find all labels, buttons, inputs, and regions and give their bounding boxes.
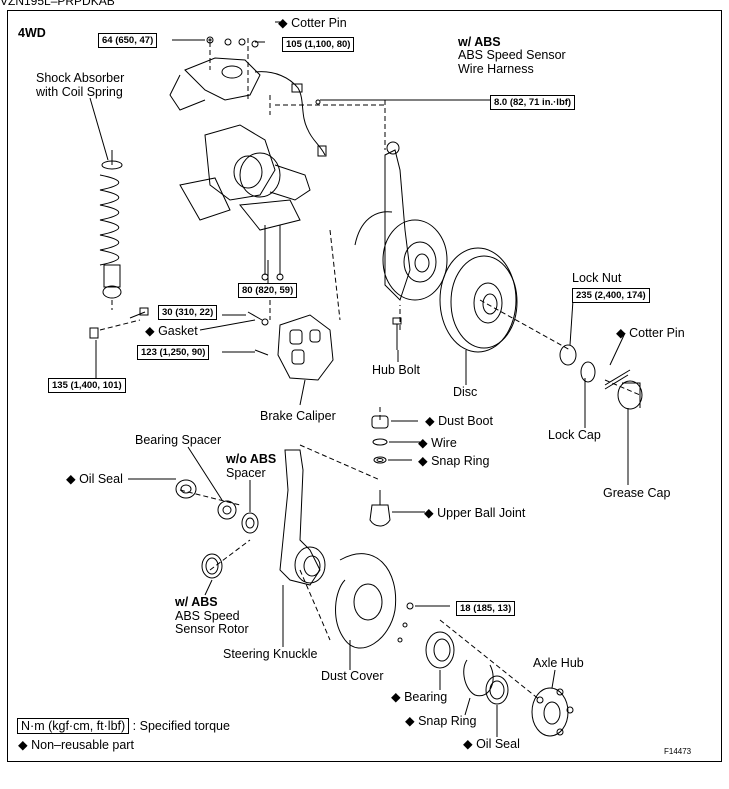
- upper-arm-drawing: [169, 36, 261, 111]
- bearing-spacer-label: Bearing Spacer: [135, 433, 222, 447]
- legend-non-reusable: ◆ Non–reusable part: [18, 738, 134, 752]
- abs-harness-label-3: Wire Harness: [458, 62, 534, 76]
- dust-cover-drawing: [335, 553, 414, 649]
- hub-assembly-drawing: [425, 631, 574, 737]
- cotter-pin-top-label: ◆ Cotter Pin: [278, 16, 347, 30]
- oil-seal-left-label: ◆ Oil Seal: [66, 472, 123, 486]
- legend-unit-desc: : Specified torque: [132, 719, 230, 733]
- torque-135: 135 (1,400, 101): [48, 378, 126, 393]
- torque-64: 64 (650, 47): [98, 33, 158, 48]
- oil-seal-bottom-label: ◆ Oil Seal: [463, 737, 520, 751]
- torque-18: 18 (185, 13): [456, 601, 516, 616]
- torque-235: 235 (2,400, 174): [572, 288, 650, 303]
- grease-cap-label: Grease Cap: [603, 486, 671, 500]
- abs-rotor-label-2: ABS Speed: [175, 609, 240, 623]
- ball-joint-parts-drawing: [369, 415, 391, 527]
- snap-ring-small-label: ◆ Snap Ring: [418, 454, 490, 468]
- shock-absorber-label-1: Shock Absorber: [36, 71, 125, 85]
- variant-label: 4WD: [18, 26, 46, 40]
- wire-label: ◆ Wire: [418, 436, 457, 450]
- seal-spacer-drawing: [175, 479, 259, 579]
- torque-123: 123 (1,250, 90): [137, 345, 210, 360]
- abs-rotor-label-3: Sensor Rotor: [175, 622, 249, 636]
- shock-absorber-label-2: with Coil Spring: [36, 85, 123, 99]
- torque-8: 8.0 (82, 71 in.·lbf): [490, 95, 576, 110]
- abs-harness-label-1: w/ ABS: [458, 35, 501, 49]
- bearing-label: ◆ Bearing: [391, 690, 448, 704]
- document-code: VZN195L–PRPDKAB: [0, 0, 115, 8]
- abs-rotor-label-1: w/ ABS: [175, 595, 218, 609]
- hub-bolt-drawing: [392, 317, 402, 350]
- diagram-frame: [7, 10, 722, 762]
- steering-knuckle-drawing: [279, 449, 326, 586]
- snap-ring-bottom-label: ◆ Snap Ring: [405, 714, 477, 728]
- steering-knuckle-label: Steering Knuckle: [223, 647, 318, 661]
- torque-30: 30 (310, 22): [158, 305, 218, 320]
- knuckle-upper-drawing: [354, 141, 448, 301]
- torque-105: 105 (1,100, 80): [282, 37, 355, 52]
- abs-harness-label-2: ABS Speed Sensor: [458, 48, 566, 62]
- legend-unit-box: N·m (kgf·cm, ft·lbf): [17, 718, 130, 734]
- disc-drawing: [439, 247, 518, 353]
- disc-label: Disc: [453, 385, 478, 399]
- dust-cover-label: Dust Cover: [321, 669, 384, 683]
- spacer-label: Spacer: [226, 466, 266, 480]
- torque-80: 80 (820, 59): [238, 283, 298, 298]
- wo-abs-label: w/o ABS: [226, 452, 277, 466]
- gasket-label: ◆ Gasket: [145, 324, 198, 338]
- legend-torque-row: N·m (kgf·cm, ft·lbf) : Specified torque: [17, 718, 230, 734]
- figure-id: F14473: [664, 747, 692, 756]
- leader-lines: [89, 21, 629, 737]
- cotter-pin-right-label: ◆ Cotter Pin: [616, 326, 685, 340]
- upper-ball-joint-label: ◆ Upper Ball Joint: [424, 506, 526, 520]
- lock-nut-label: Lock Nut: [572, 271, 622, 285]
- fasteners-drawing: [89, 38, 269, 356]
- brake-caliper-drawing: [277, 314, 334, 381]
- drive-shaft-drawing: [179, 124, 311, 281]
- axle-hub-label: Axle Hub: [533, 656, 584, 670]
- hub-bolt-label: Hub Bolt: [372, 363, 420, 377]
- brake-caliper-label: Brake Caliper: [260, 409, 336, 423]
- abs-wire-harness-drawing: [254, 71, 327, 157]
- shock-absorber-drawing: [99, 150, 123, 299]
- dust-boot-label: ◆ Dust Boot: [425, 414, 493, 428]
- lock-nut-drawing: [559, 344, 643, 410]
- lock-cap-label: Lock Cap: [548, 428, 601, 442]
